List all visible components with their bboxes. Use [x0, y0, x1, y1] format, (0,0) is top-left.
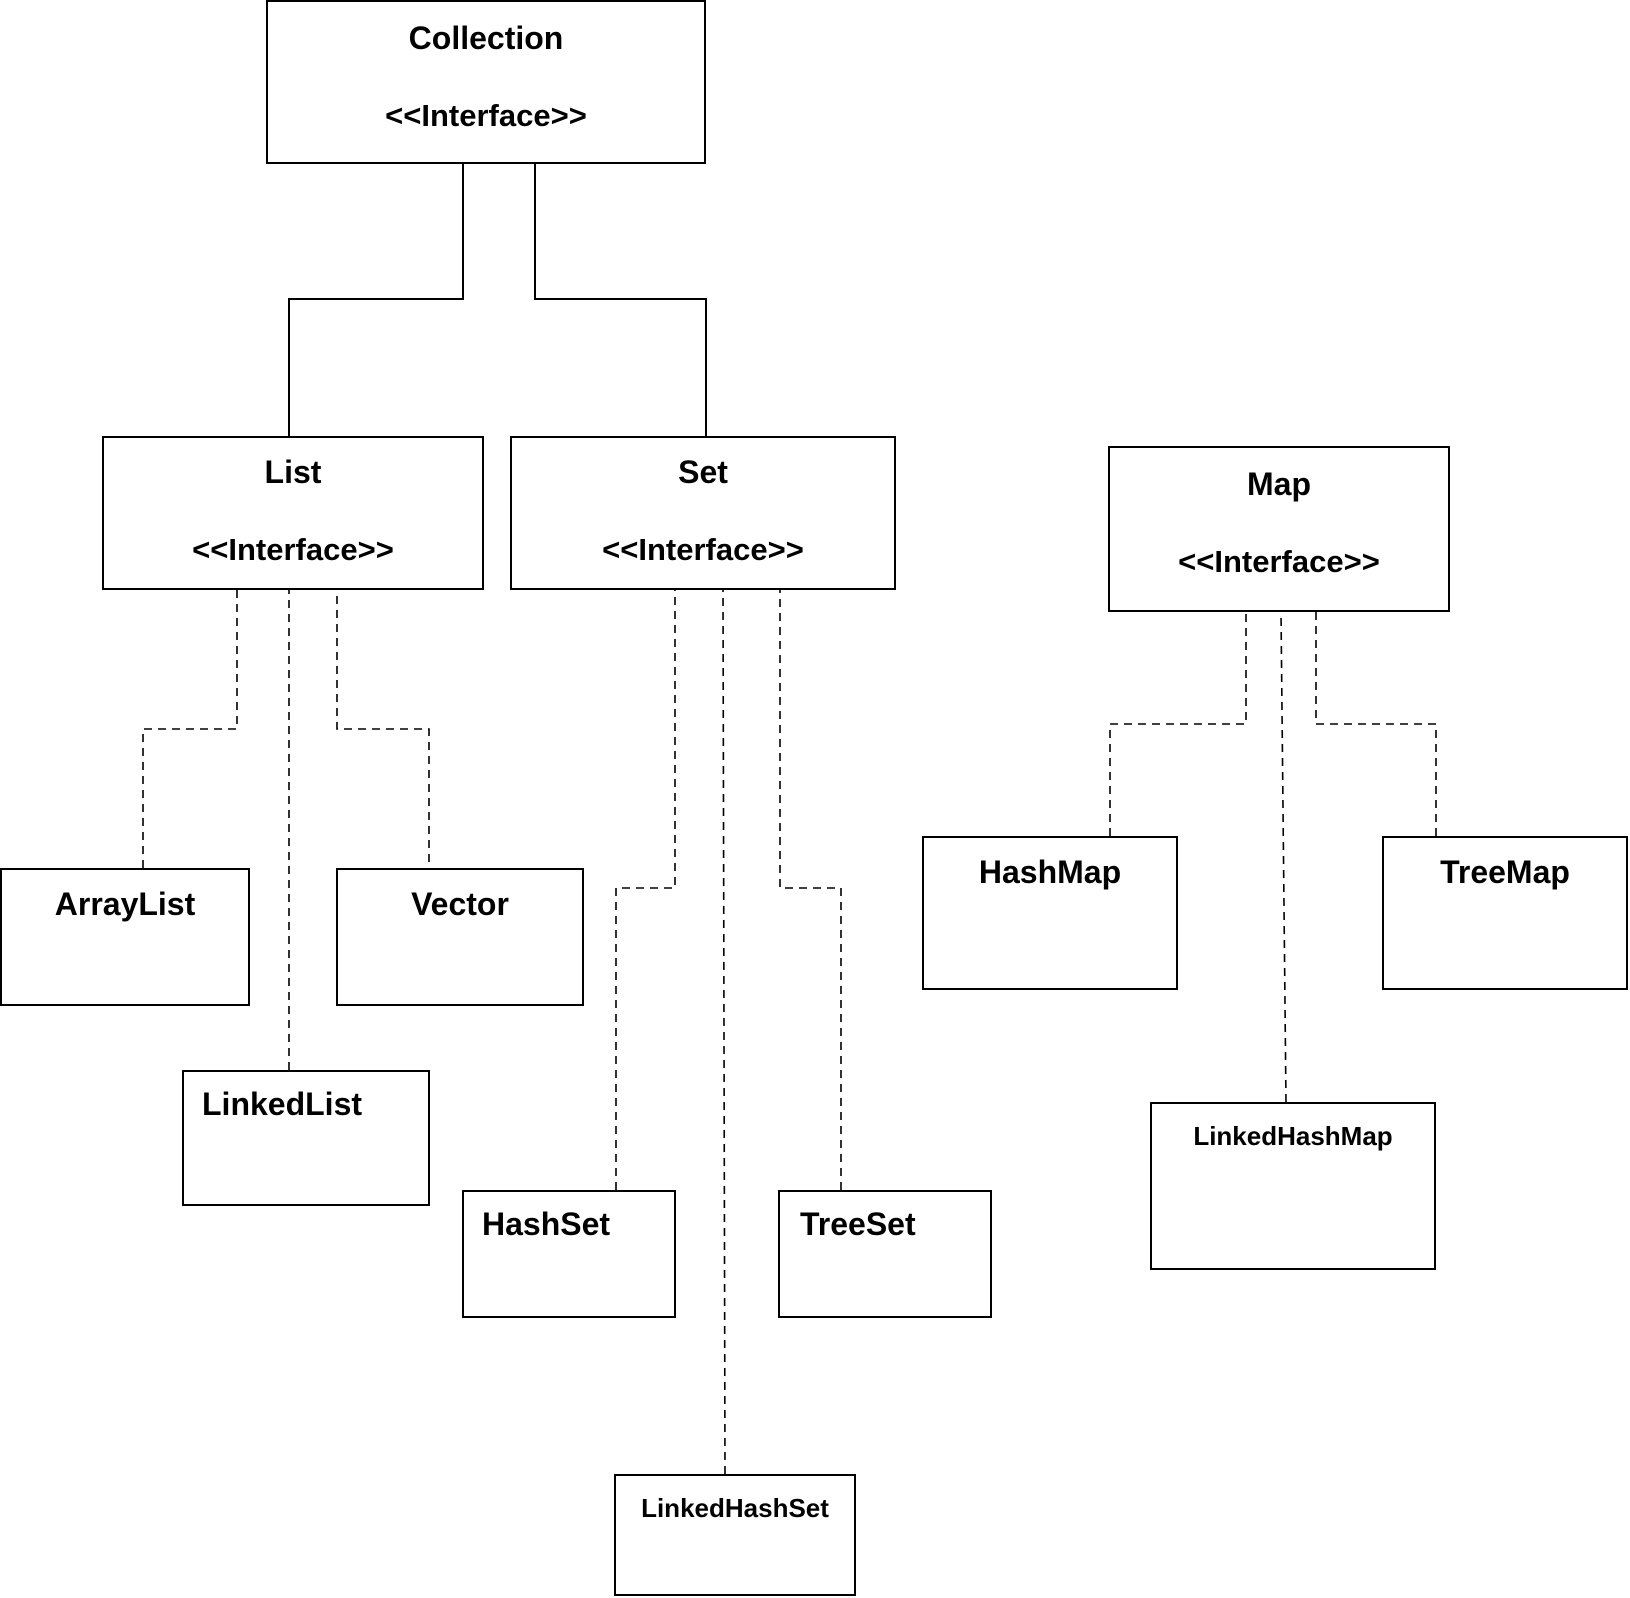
edge-arraylist-to-list: [142, 575, 244, 868]
node-name: List: [264, 454, 322, 490]
node-stereotype: <<Interface>>: [1178, 544, 1380, 579]
edge-linkedhashmap-to-map: [1274, 597, 1288, 1103]
node-name: TreeSet: [800, 1206, 916, 1242]
node-vector: Vector: [336, 868, 584, 1006]
node-name: Set: [678, 454, 728, 490]
node-stereotype: <<Interface>>: [602, 532, 804, 567]
node-name: LinkedHashMap: [1193, 1121, 1393, 1151]
node-name: Collection: [408, 20, 564, 56]
node-set: Set <<Interface>>: [510, 436, 896, 590]
node-treemap: TreeMap: [1382, 836, 1628, 990]
node-map: Map <<Interface>>: [1108, 446, 1450, 612]
node-name: LinkedList: [202, 1086, 363, 1122]
node-linkedhashset: LinkedHashSet: [614, 1474, 856, 1596]
edge-linkedhashset-to-set: [716, 575, 730, 1475]
edge-treemap-to-map: [1309, 597, 1437, 836]
node-linkedlist: LinkedList: [182, 1070, 430, 1206]
edge-vector-to-list: [330, 575, 430, 862]
node-name: TreeMap: [1440, 854, 1570, 890]
node-linkedhashmap: LinkedHashMap: [1150, 1102, 1436, 1270]
edge-hashmap-to-map: [1109, 597, 1253, 836]
edge-list-to-collection: [288, 149, 470, 436]
edge-set-to-collection: [528, 149, 707, 436]
node-stereotype: <<Interface>>: [385, 98, 587, 133]
node-stereotype: <<Interface>>: [192, 532, 394, 567]
node-name: Vector: [411, 886, 509, 922]
edge-treeset-to-set: [773, 575, 842, 1190]
node-name: HashMap: [978, 854, 1122, 890]
edge-hashset-to-set: [615, 575, 682, 1190]
node-arraylist: ArrayList: [0, 868, 250, 1006]
node-collection: Collection <<Interface>>: [266, 0, 706, 164]
node-treeset: TreeSet: [778, 1190, 992, 1318]
node-name: Map: [1247, 466, 1311, 502]
node-hashmap: HashMap: [922, 836, 1178, 990]
node-hashset: HashSet: [462, 1190, 676, 1318]
node-name: HashSet: [482, 1206, 611, 1242]
node-list: List <<Interface>>: [102, 436, 484, 590]
node-name: LinkedHashSet: [641, 1493, 829, 1523]
node-name: ArrayList: [54, 886, 196, 922]
